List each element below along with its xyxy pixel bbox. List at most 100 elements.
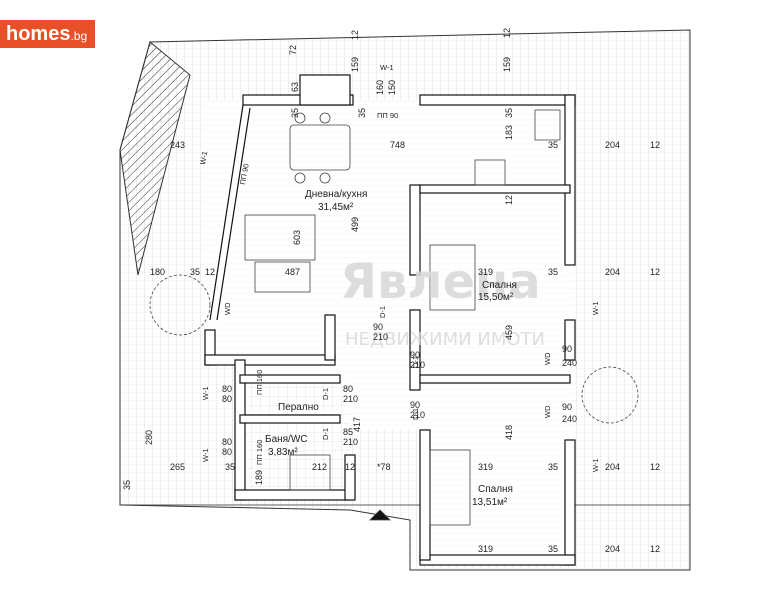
tag-w1-laundry: W-1 [201,386,210,400]
dim-748: 748 [390,140,405,150]
tag-pp160-laundry: ПП 160 [255,370,264,395]
coffee-table [254,261,311,293]
sofa [244,214,316,261]
dim-212: 212 [312,462,327,472]
tag-wd-2: WD [543,405,552,418]
room-bath-name: Баня/WC [265,434,308,445]
bath-floor [240,380,350,495]
dim-280: 280 [144,430,154,445]
dim-35-i: 35 [122,480,132,490]
stove [474,159,506,186]
dim-72: 72 [288,45,298,55]
dim-210-a: 210 [373,332,388,342]
dim-35-a: 35 [290,108,300,118]
dim-204-b: 204 [605,267,620,277]
tags: ПП 90 ПП 90 W-1 W-1 W-1 W-1 W-1 W-1 ПП 1… [198,63,600,472]
dim-90-c: 90 [562,344,572,354]
dim-180: 180 [150,267,165,277]
furniture [149,109,639,526]
dim-12-b: 12 [502,28,512,38]
dim-85: 85 [343,427,353,437]
dim-240-b: 240 [562,414,577,424]
logo-name: homes [6,23,71,45]
dim-12-a: 12 [350,30,360,40]
tag-d1-laundry: D-1 [321,388,330,400]
dim-35-b: 35 [357,108,367,118]
dim-265: 265 [170,462,185,472]
bed-2 [429,449,471,526]
tag-d1-hall: D-1 [378,306,387,318]
dim-80-e: 80 [222,447,232,457]
tag-w1-bed2: W-1 [591,458,600,472]
tag-d1-bed2: D-1 [411,408,420,420]
logo-tld: .bg [70,29,88,43]
room-labels: Дневна/кухня 31,45м² Спалня 15,50м² Пера… [265,189,517,508]
dimensions: 72 63 35 159 12 35 160 150 159 12 35 183… [122,28,660,554]
tag-pp90-left: ПП 90 [238,163,251,185]
dim-35-g: 35 [225,462,235,472]
dim-319-c: 319 [478,544,493,554]
dim-90-e: 90 [562,402,572,412]
dim-80-a: 80 [222,384,232,394]
sink [534,109,561,141]
dim-210-e: 210 [343,437,358,447]
room-laundry-name: Перално [278,402,319,413]
dim-12-d: 12 [650,140,660,150]
room-bedroom2-name: Спалня [478,484,513,495]
dim-35-e: 35 [190,267,200,277]
dim-243: 243 [170,140,185,150]
dim-204-a: 204 [605,140,620,150]
dim-35-c: 35 [504,108,514,118]
bed-1 [429,244,476,311]
dim-189: 189 [254,470,264,485]
tag-pp90-top: ПП 90 [377,111,398,120]
tag-w1-left: W-1 [198,150,209,165]
dim-80-c: 80 [343,384,353,394]
watermark-brand: Явлена [340,254,541,310]
dim-12-i: 12 [650,544,660,554]
dim-204-c: 204 [605,462,620,472]
dim-159-b: 159 [502,57,512,72]
dim-319-b: 319 [478,462,493,472]
dim-35-d: 35 [548,140,558,150]
dim-80-d: 80 [222,437,232,447]
dim-35-f: 35 [548,267,558,277]
dim-418: 418 [504,425,514,440]
dining-table [289,124,351,171]
room-living-name: Дневна/кухня [305,189,367,200]
dim-183: 183 [504,125,514,140]
tag-wd-3: WD [223,302,232,315]
dim-12-c: 12 [504,195,514,205]
dim-204-d: 204 [605,544,620,554]
dim-35-h: 35 [548,462,558,472]
dim-160: 160 [375,80,385,95]
dim-499: 499 [350,217,360,232]
toilet [289,454,331,491]
tag-wd-1: WD [543,352,552,365]
dim-78: *78 [377,462,391,472]
room-bedroom1-name: Спалня [482,280,517,291]
tag-w1-bath: W-1 [201,448,210,462]
dim-603: 603 [292,230,302,245]
room-bedroom1-area: 15,50м² [478,292,514,303]
dim-63: 63 [290,82,300,92]
tag-d1-bed: D-1 [411,356,420,368]
homes-logo[interactable]: homes.bg [0,20,95,48]
dim-150: 150 [387,80,397,95]
dim-90-a: 90 [373,322,383,332]
dim-90-b: 90 [410,350,420,360]
tag-d1-bath: D-1 [321,428,330,440]
dim-12-e: 12 [205,267,215,277]
walls [204,74,576,566]
watermark-subtitle: НЕДВИЖИМИ ИМОТИ [345,329,545,350]
tag-w1-top: W-1 [380,63,394,72]
dim-12-h: 12 [650,462,660,472]
tag-pp160-bath: ПП 160 [255,440,264,465]
dim-210-c: 210 [343,394,358,404]
dim-80-b: 80 [222,394,232,404]
dim-210-b: 210 [410,360,425,370]
dim-210-d: 210 [410,410,425,420]
angled-window [209,104,251,321]
room-bedroom2-area: 13,51м² [472,497,508,508]
dim-90-d: 90 [410,400,420,410]
